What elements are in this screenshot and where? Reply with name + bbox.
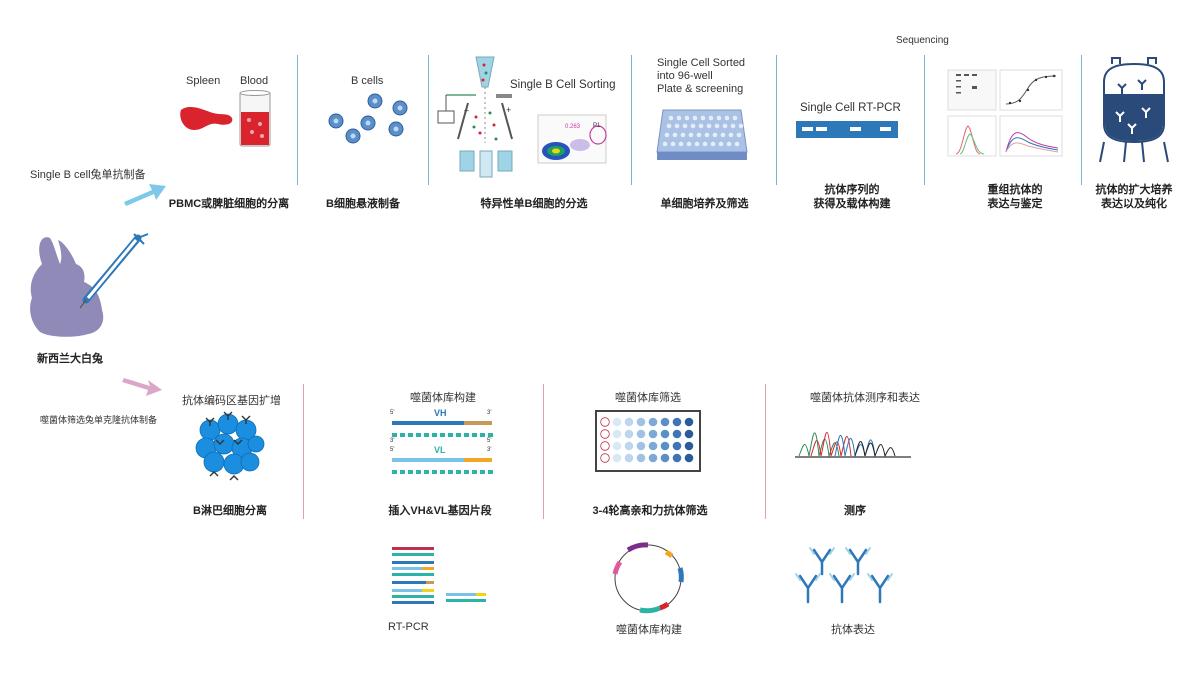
b-cells-label: B cells bbox=[351, 75, 384, 87]
lower-phage-library-label: 噬菌体库构建 bbox=[616, 624, 682, 636]
recombinant-line-1: 重组抗体的 bbox=[987, 184, 1043, 196]
screening-plate-icon bbox=[595, 410, 701, 472]
single-cell-rt-pcr-label: Single Cell RT-PCR bbox=[800, 102, 901, 114]
phage-library-screening-label: 噬菌体库筛选 bbox=[615, 392, 681, 404]
rt-pcr-label: RT-PCR bbox=[388, 621, 429, 633]
b-cells-icon bbox=[328, 93, 408, 144]
b-lymphocyte-cluster-icon bbox=[195, 411, 265, 481]
phage-vector-plasmid-icon bbox=[612, 542, 684, 614]
sort-gate-value: 0.263 bbox=[565, 124, 581, 130]
antibody-sequence-line-1: 抗体序列的 bbox=[824, 184, 880, 196]
recombinant-line-2: 表达与鉴定 bbox=[987, 198, 1043, 210]
step-b-cell-suspension-caption: B细胞悬液制备 bbox=[326, 198, 400, 210]
vh-3-prime: 3' bbox=[487, 410, 492, 416]
divider bbox=[631, 55, 632, 185]
step-antibody-sequence-caption: 抗体序列的 获得及载体构建 bbox=[800, 183, 904, 211]
b-lymphocyte-isolation-caption: B淋巴细胞分离 bbox=[193, 505, 267, 517]
rabbit-label: 新西兰大白兔 bbox=[37, 353, 103, 365]
scale-up-line-1: 抗体的扩大培养 bbox=[1095, 184, 1173, 196]
divider bbox=[924, 55, 925, 185]
antibody-expression-icon bbox=[795, 547, 893, 604]
gene-amplification-label: 抗体编码区基因扩增 bbox=[182, 395, 281, 407]
well-plate-icon bbox=[656, 109, 748, 160]
phage-display-label: 噬菌体筛选兔单克隆抗体制备 bbox=[40, 415, 158, 425]
step-recombinant-expression-caption: 重组抗体的 表达与鉴定 bbox=[968, 183, 1062, 211]
sequencing-expression-label: 噬菌体抗体测序和表达 bbox=[810, 392, 920, 404]
sorted-line-2: into 96-well bbox=[657, 70, 713, 82]
divider bbox=[297, 55, 298, 185]
sequencing-chromatogram-icon bbox=[795, 431, 911, 458]
top-flow-arrow-icon bbox=[124, 184, 166, 206]
pcr-gel-icon bbox=[796, 121, 898, 138]
flow-sorter-icon: – + bbox=[437, 56, 513, 178]
spleen-label: Spleen bbox=[186, 75, 221, 87]
sorted-line-1: Single Cell Sorted bbox=[657, 57, 746, 69]
bioreactor-icon bbox=[1099, 57, 1169, 163]
sorting-scatter-plot bbox=[537, 114, 607, 164]
single-b-cell-sorting-label: Single B Cell Sorting bbox=[510, 79, 616, 91]
vh-strand-5-prime: 5' bbox=[487, 438, 492, 444]
vl-3-prime: 3' bbox=[487, 447, 492, 453]
vh-vl-gene-fragment-icon bbox=[392, 421, 493, 474]
divider bbox=[1081, 55, 1082, 185]
divider bbox=[428, 55, 429, 185]
sequencing-caption: 测序 bbox=[844, 505, 866, 517]
step-scale-up-caption: 抗体的扩大培养 表达以及纯化 bbox=[1090, 183, 1178, 211]
vh-label: VH bbox=[434, 408, 447, 418]
sorted-line-3: Plate & screening bbox=[657, 83, 744, 95]
insert-vh-vl-caption: 插入VH&VL基因片段 bbox=[388, 505, 492, 517]
svg-text:+: + bbox=[506, 105, 511, 115]
step-single-cell-culture-caption: 单细胞培养及筛选 bbox=[660, 198, 749, 210]
step-specific-b-cell-sorting-caption: 特异性单B细胞的分选 bbox=[480, 198, 588, 210]
blood-tube-icon bbox=[239, 90, 271, 147]
svg-text:–: – bbox=[464, 105, 469, 115]
divider bbox=[765, 384, 766, 519]
single-b-cell-label: Single B cell兔单抗制备 bbox=[30, 169, 146, 181]
rabbit-with-syringe-icon bbox=[30, 233, 149, 337]
vl-5-prime: 5' bbox=[390, 447, 395, 453]
expression-analysis-panels-icon bbox=[947, 69, 1063, 157]
sequencing-label: Sequencing bbox=[896, 35, 949, 46]
phage-library-construction-label: 噬菌体库构建 bbox=[410, 392, 476, 404]
rt-pcr-fragments-icon bbox=[392, 547, 486, 604]
divider bbox=[543, 384, 544, 519]
divider bbox=[303, 384, 304, 519]
high-affinity-screening-caption: 3-4轮高亲和力抗体筛选 bbox=[592, 505, 708, 517]
vh-5-prime: 5' bbox=[390, 410, 395, 416]
divider bbox=[776, 55, 777, 185]
antibody-sequence-line-2: 获得及载体构建 bbox=[813, 198, 891, 210]
step-pbmc-caption: PBMC或脾脏细胞的分离 bbox=[168, 198, 290, 210]
scale-up-line-2: 表达以及纯化 bbox=[1101, 198, 1167, 210]
vh-strand-3-prime: 3' bbox=[390, 438, 395, 444]
sort-gate-name: P1 bbox=[593, 123, 601, 129]
single-cell-sorted-label: Single Cell Sorted into 96-well Plate & … bbox=[657, 57, 745, 96]
blood-label: Blood bbox=[240, 75, 269, 87]
spleen-icon bbox=[180, 106, 233, 130]
bottom-flow-arrow-icon bbox=[122, 378, 162, 396]
vl-label: VL bbox=[434, 445, 446, 455]
antibody-expression-label: 抗体表达 bbox=[831, 624, 875, 636]
